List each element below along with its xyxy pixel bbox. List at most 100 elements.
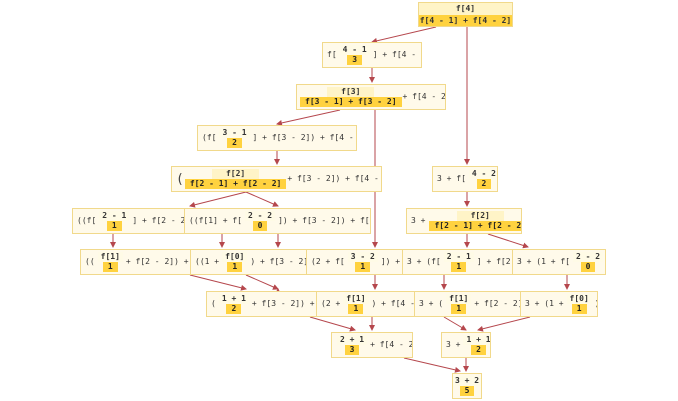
node-suffix: ) + f[3 - 2]) + f[4 - 2] — [250, 257, 309, 266]
frac-bottom: 1 — [451, 304, 467, 314]
edge-arrow — [189, 274, 247, 291]
frac-bottom: f[3 - 1] + f[3 - 2] — [300, 97, 402, 107]
node-prefix: 3 + (1 + f[ — [517, 257, 570, 266]
node-prefix: 3 + — [446, 340, 461, 349]
node-prefix: ((f[1] + f[ — [189, 216, 242, 225]
frac-bottom: 1 — [106, 221, 122, 231]
edge-arrow — [443, 316, 467, 331]
frac-bottom: 5 — [459, 386, 475, 396]
frac-top: 3 - 1 — [219, 128, 250, 138]
paren: ( — [176, 171, 184, 187]
frac-top: 1 + 1 — [218, 294, 249, 304]
frac-top: f[3] — [327, 87, 375, 97]
node-suffix: ) — [594, 300, 597, 308]
node-prefix: 3 + — [411, 216, 426, 225]
frac-bottom: 2 — [471, 345, 486, 355]
node-suffix: ] + f[3 - 2]) + f[4 - 2] — [252, 133, 357, 142]
node-suffix: + f[3 - 2]) + f[4 - 2] — [251, 299, 356, 308]
node-prefix: f[ — [327, 50, 337, 59]
node-suffix: + f[3 - 2]) + f[4 - 2] — [287, 174, 381, 183]
frac-top: 1 + 1 — [463, 335, 490, 345]
node-title: f[4] — [419, 3, 512, 15]
edge-arrow — [371, 26, 437, 44]
frac-bottom: 0 — [580, 262, 596, 272]
node-suffix: ]) + f[3 - 2]) + f[4 - 2] — [278, 216, 370, 225]
frac-bottom: 2 — [227, 138, 242, 148]
node-prefix: ( — [211, 299, 216, 308]
fraction: f[3]f[3 - 1] + f[3 - 2] — [300, 87, 402, 107]
edge-arrow — [403, 357, 461, 373]
node-prefix: 3 + f[ — [437, 174, 466, 183]
fraction: f[1]1 — [343, 294, 369, 314]
frac-top: 2 + 1 — [337, 335, 368, 345]
frac-top: 3 - 2 — [347, 252, 378, 262]
node-suffix: + f[2 - 2]) — [474, 299, 521, 308]
frac-bottom: 3 — [347, 55, 363, 65]
frac-top: f[1] — [97, 252, 123, 262]
node-eval: 3 + (1 + f[ 2 - 20 ]) — [512, 249, 606, 275]
node-eval: 2 + 13 + f[4 - 2] — [331, 332, 413, 358]
node-suffix: ] + f[2 - 2]) — [476, 257, 521, 266]
node-prefix: ((1 + — [195, 257, 220, 266]
node-eval: 3 + f[ 4 - 22 ] — [432, 166, 498, 192]
frac-top: 2 - 2 — [244, 211, 276, 221]
node-eval: 3 + ( f[1]1 + f[2 - 2]) — [414, 291, 522, 317]
node-prefix: 3 + ( — [419, 299, 444, 308]
node-suffix: ) + f[4 - 2] — [371, 299, 428, 308]
node-eval: f[ 4 - 13 ] + f[4 - 2] — [322, 42, 422, 68]
frac-bottom: 1 — [102, 262, 118, 272]
edge-arrow — [276, 109, 341, 126]
fraction: f[1]1 — [97, 252, 123, 272]
edge-arrow — [189, 191, 247, 208]
node-prefix: ((f[ — [77, 216, 97, 225]
node-suffix: + f[4 - 2] — [402, 92, 446, 101]
frac-bottom: 1 — [348, 304, 364, 314]
frac-bottom: 2 — [476, 179, 492, 189]
node-eval: 3 + (1 + f[0]1 ) — [520, 291, 598, 317]
edge-arrow — [309, 316, 356, 332]
frac-top: 4 - 1 — [339, 45, 370, 55]
node-eval: ((1 + f[0]1 ) + f[3 - 2]) + f[4 - 2] — [190, 249, 310, 275]
node-suffix: ]) — [605, 258, 606, 266]
node-suffix: + f[4 - 2] — [370, 340, 413, 349]
node-eval: (2 + f[1]1 ) + f[4 - 2] — [316, 291, 428, 317]
frac-top: f[1] — [446, 294, 472, 304]
frac-bottom: 1 — [227, 262, 243, 272]
node-eval: ((f[1] + f[ 2 - 20 ]) + f[3 - 2]) + f[4 … — [184, 208, 371, 234]
frac-top: f[2] — [456, 211, 504, 221]
node-eval: f[3]f[3 - 1] + f[3 - 2] + f[4 - 2] — [296, 84, 446, 110]
edge-arrow — [245, 274, 279, 290]
node-prefix: (2 + f[ — [311, 257, 345, 266]
fraction: f[1]1 — [446, 294, 472, 314]
frac-bottom: 1 — [451, 262, 467, 272]
node-eval: ( f[2]f[2 - 1] + f[2 - 2] + f[3 - 2]) + … — [171, 166, 382, 192]
frac-bottom: 0 — [252, 221, 268, 231]
edge-arrow — [245, 191, 279, 207]
fraction: f[0]1 — [222, 252, 248, 272]
frac-bottom: 1 — [571, 304, 587, 314]
node-prefix: (f[ — [202, 133, 217, 142]
node-suffix: ] + f[4 - 2] — [372, 50, 421, 59]
frac-top: f[1] — [343, 294, 369, 304]
frac-bottom: 3 — [344, 345, 360, 355]
edge-arrow — [487, 233, 529, 249]
frac-bottom: 1 — [355, 262, 371, 272]
node-prefix: (( — [85, 257, 95, 266]
node-prefix: 3 + (f[ — [407, 257, 441, 266]
frac-top: 4 - 2 — [468, 169, 497, 179]
node-prefix: 3 + (1 + — [525, 299, 564, 308]
frac-bottom: 2 — [226, 304, 242, 314]
node-prefix: (2 + — [321, 299, 341, 308]
frac-top: f[0] — [222, 252, 248, 262]
